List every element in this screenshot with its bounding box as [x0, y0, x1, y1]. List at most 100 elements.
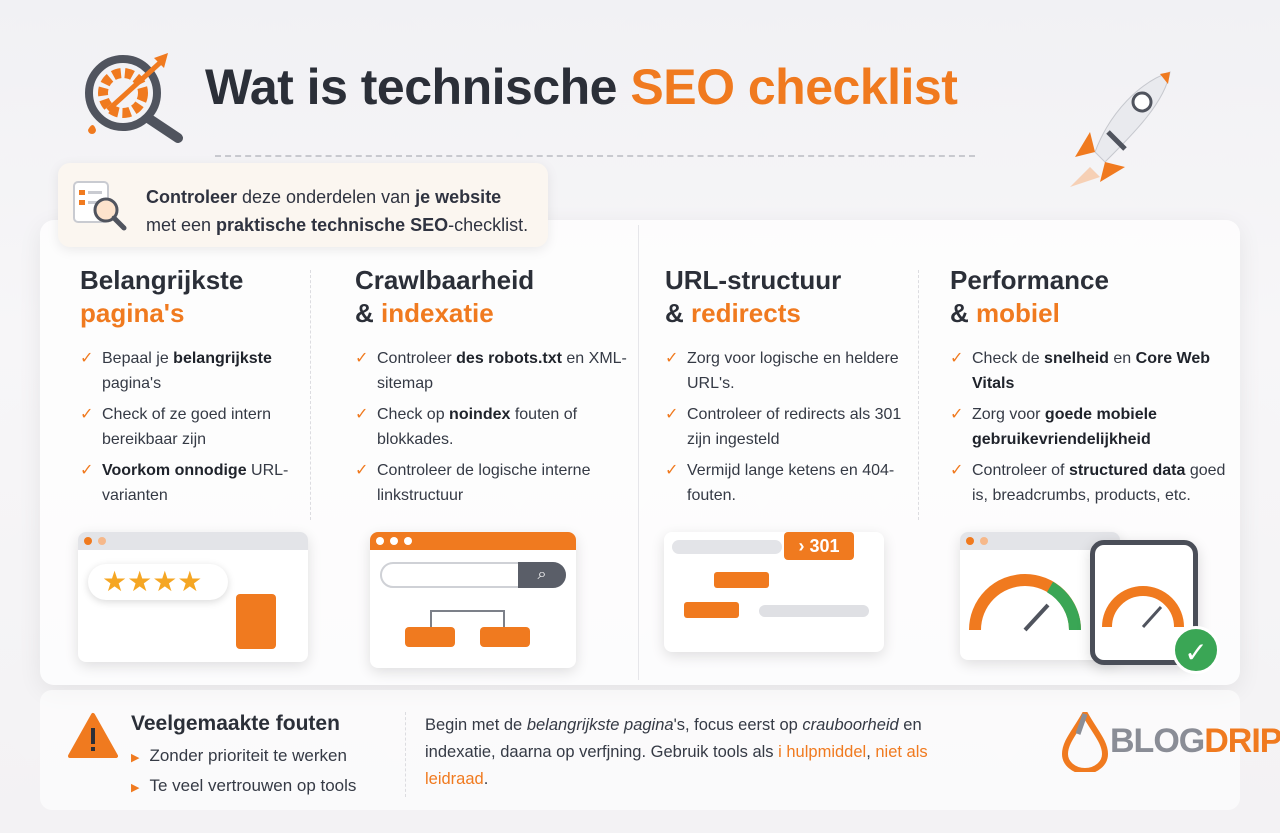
summary-part: Begin met de — [425, 716, 527, 734]
column-title: Performance& mobiel — [950, 264, 1240, 330]
item-text: goede mobiele gebruikevriendelijkheid — [972, 406, 1157, 448]
column-title: Crawlbaarheid& indexatie — [355, 264, 635, 330]
intro-text: Controleer — [146, 187, 238, 207]
check-icon: ✓ — [355, 350, 369, 367]
title-amp: & — [665, 298, 691, 328]
check-icon: ✓ — [355, 406, 369, 423]
mistake-text: Te veel vertrouwen op tools — [149, 776, 357, 795]
checklist-item: ✓ Controleer de logische interne linkstru… — [355, 458, 635, 508]
intro-text: je website — [415, 187, 502, 207]
check-icon: ✓ — [950, 350, 964, 367]
summary-part: en indexatie, daarna op verfjning. Gebru… — [425, 716, 922, 761]
title-line2: pagina's — [80, 298, 185, 328]
bullet-icon: ▶ — [131, 782, 140, 794]
node — [405, 627, 455, 647]
item-text: Controleer — [377, 350, 457, 367]
node — [684, 602, 739, 618]
title-line1: Belangrijkste — [80, 265, 244, 295]
column-divider — [918, 270, 919, 520]
item-text: Check de — [972, 350, 1045, 367]
page-title: Wat is technische SEO checklist — [205, 58, 958, 116]
summary-part: , — [866, 743, 876, 761]
item-text: Zorg voor — [972, 406, 1045, 423]
node — [714, 572, 769, 588]
item-text: belangrijkste — [173, 350, 272, 367]
intro-text: deze onderdelen van — [237, 187, 416, 207]
item-text: Core Web Vitals — [972, 350, 1211, 392]
item-text: Check of ze goed intern bereikbaar zijn — [102, 406, 271, 448]
item-text: Controleer of redirects als 301 zijn ing… — [687, 406, 902, 448]
check-icon: ✓ — [355, 462, 369, 479]
item-text: fouten of blokkades. — [377, 406, 578, 448]
check-icon: ✓ — [665, 350, 679, 367]
summary-part: 's, focus eerst op — [673, 716, 803, 734]
checklist-item: ✓ Zorg voor goede mobiele gebruikevriende… — [950, 402, 1240, 452]
title-amp: & — [355, 298, 381, 328]
rocket-icon — [1070, 71, 1171, 187]
item-text: Zorg voor logische en heldere URL's. — [687, 350, 899, 392]
checklist-item: ✓ Check of ze goed intern bereikbaar zijn — [80, 402, 305, 452]
item-text: pagina's — [102, 375, 162, 392]
check-icon: ✓ — [80, 350, 94, 367]
check-icon: ✓ — [80, 406, 94, 423]
gauge-icon — [969, 574, 1081, 632]
item-text: structured data — [1068, 462, 1186, 479]
title-line1: URL-structuur — [665, 265, 842, 295]
item-text: Voorkom onnodige — [102, 462, 247, 479]
title-dark: Wat is technische — [205, 59, 631, 115]
brand-part2: DRIP — [1204, 722, 1280, 760]
check-circle-icon: ✓ — [1172, 626, 1220, 674]
summary-part: belangrijkste pagina — [526, 716, 674, 734]
checklist-magnifier-icon — [73, 181, 127, 231]
pages-illustration: ★★★★ — [78, 532, 308, 662]
brand-logo: BLOGDRIP — [1110, 722, 1280, 761]
checklist-item: ✓Voorkom onnodige URL-varianten — [80, 458, 305, 508]
item-text: snelheid — [1044, 350, 1109, 367]
checklist-item: ✓Controleer of structured data goed is, … — [950, 458, 1240, 508]
title-line2: indexatie — [381, 298, 494, 328]
summary-part: niet als leidraad — [425, 743, 928, 788]
checklist-item: ✓Controleer des robots.txt en XML-sitema… — [355, 346, 635, 396]
intro-text: -checklist. — [448, 215, 529, 235]
redirect-301-badge: › 301 — [784, 532, 854, 560]
title-line1: Performance — [950, 265, 1109, 295]
bullet-icon: ▶ — [131, 752, 140, 764]
mobile-phone-icon — [1090, 540, 1198, 665]
search-structure-illustration: ⌕ — [370, 532, 576, 668]
tree-lines — [430, 610, 505, 627]
checklist-column: Crawlbaarheid& indexatie✓Controleer des … — [355, 264, 635, 514]
title-line2: redirects — [691, 298, 801, 328]
check-icon: ✓ — [950, 406, 964, 423]
check-icon: ✓ — [665, 462, 679, 479]
item-text: Controleer de logische interne linkstruc… — [377, 462, 591, 504]
item-text: en — [1108, 350, 1136, 367]
column-divider — [310, 270, 311, 520]
check-icon: ✓ — [665, 406, 679, 423]
bottom-panel — [40, 690, 1240, 810]
item-text: goed is, breadcrumbs, products, etc. — [972, 462, 1226, 504]
check-icon: ✓ — [950, 462, 964, 479]
brand-part1: BLOG — [1110, 722, 1205, 760]
checklist-item: ✓Check op noindex fouten of blokkades. — [355, 402, 635, 452]
item-text: Check op — [377, 406, 450, 423]
checklist-item: ✓ Controleer of redirects als 301 zijn in… — [665, 402, 915, 452]
checklist-item: ✓ Zorg voor logische en heldere URL's. — [665, 346, 915, 396]
intro-box: Controleer deze onderdelen van je websit… — [58, 163, 548, 247]
title-line1: Crawlbaarheid — [355, 265, 535, 295]
checklist-item: ✓ Bepaal je belangrijkste pagina's — [80, 346, 305, 396]
title-accent: SEO checklist — [630, 59, 958, 115]
bookmark-flag-icon — [236, 594, 276, 649]
node — [480, 627, 530, 647]
search-icon: ⌕ — [518, 562, 566, 588]
common-mistakes: Veelgemaakte fouten ▶Zonder prioriteit t… — [131, 712, 356, 802]
check-icon: ✓ — [80, 462, 94, 479]
column-title: URL-structuur& redirects — [665, 264, 915, 330]
mistake-item: ▶ Te veel vertrouwen op tools — [131, 772, 356, 802]
item-text: Bepaal je — [102, 350, 174, 367]
summary-part: i hulpmiddel — [778, 743, 867, 761]
drop-logo-icon — [1061, 712, 1109, 772]
dashed-path — [215, 155, 975, 157]
title-line2: mobiel — [976, 298, 1060, 328]
